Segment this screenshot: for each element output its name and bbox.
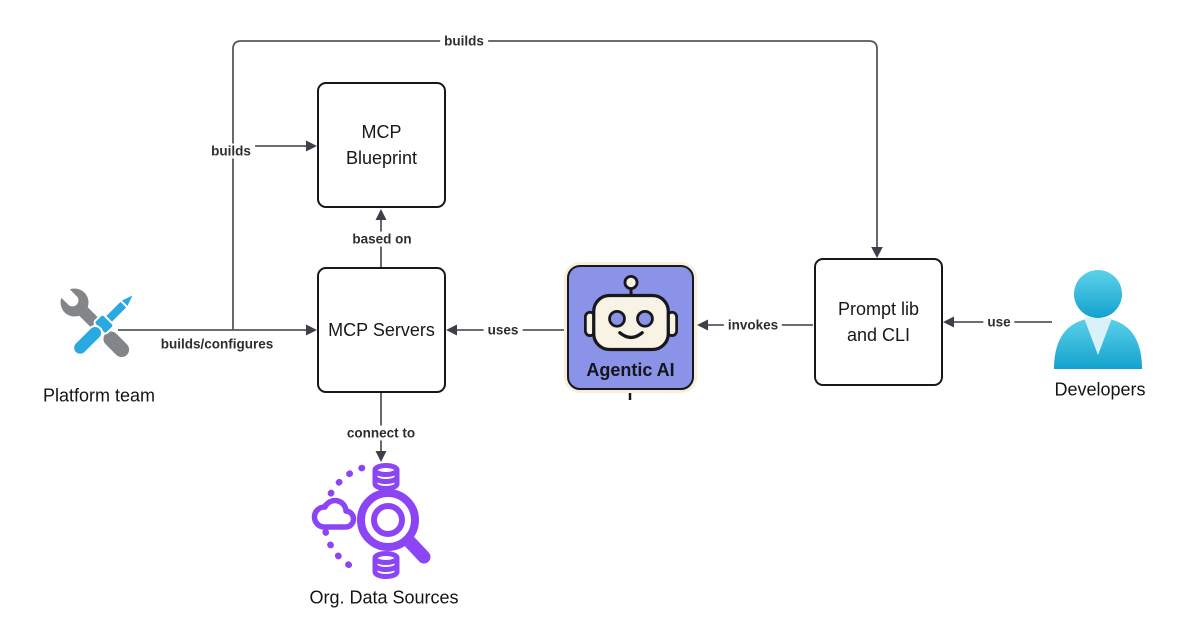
node-mcp-servers: MCP Servers bbox=[317, 267, 446, 393]
node-mcp-blueprint: MCP Blueprint bbox=[317, 82, 446, 208]
agentic-ai-label: Agentic AI bbox=[586, 359, 675, 380]
wrench-screwdriver-icon bbox=[57, 285, 137, 358]
edge-label-invokes: invokes bbox=[723, 317, 783, 333]
edge-builds-configures bbox=[118, 324, 317, 336]
platform-team-icon-wrap bbox=[48, 276, 152, 385]
platform-team-label: Platform team bbox=[42, 385, 156, 406]
person-icon bbox=[1054, 270, 1142, 369]
org-data-sources-label: Org. Data Sources bbox=[309, 587, 459, 608]
edge-builds-top bbox=[232, 40, 883, 330]
robot-icon bbox=[583, 274, 678, 351]
edge-label-connect-to: connect to bbox=[342, 425, 420, 441]
edge-connect-to bbox=[375, 393, 387, 462]
edge-label-builds-blueprint: builds bbox=[207, 143, 255, 159]
node-prompt-lib: Prompt lib and CLI bbox=[814, 258, 943, 386]
edge-label-builds-top: builds bbox=[440, 33, 488, 49]
edge-label-uses: uses bbox=[483, 322, 523, 338]
developers-icon-wrap bbox=[1048, 268, 1148, 375]
edge-label-based-on: based on bbox=[348, 231, 416, 247]
data-discovery-icon bbox=[311, 463, 431, 579]
developers-label: Developers bbox=[1054, 379, 1146, 400]
org-data-sources-icon-wrap bbox=[310, 458, 434, 589]
edge-label-use: use bbox=[983, 314, 1015, 330]
edge-label-builds-configures: builds/configures bbox=[156, 336, 278, 352]
node-agentic-ai: Agentic AI bbox=[567, 265, 694, 390]
